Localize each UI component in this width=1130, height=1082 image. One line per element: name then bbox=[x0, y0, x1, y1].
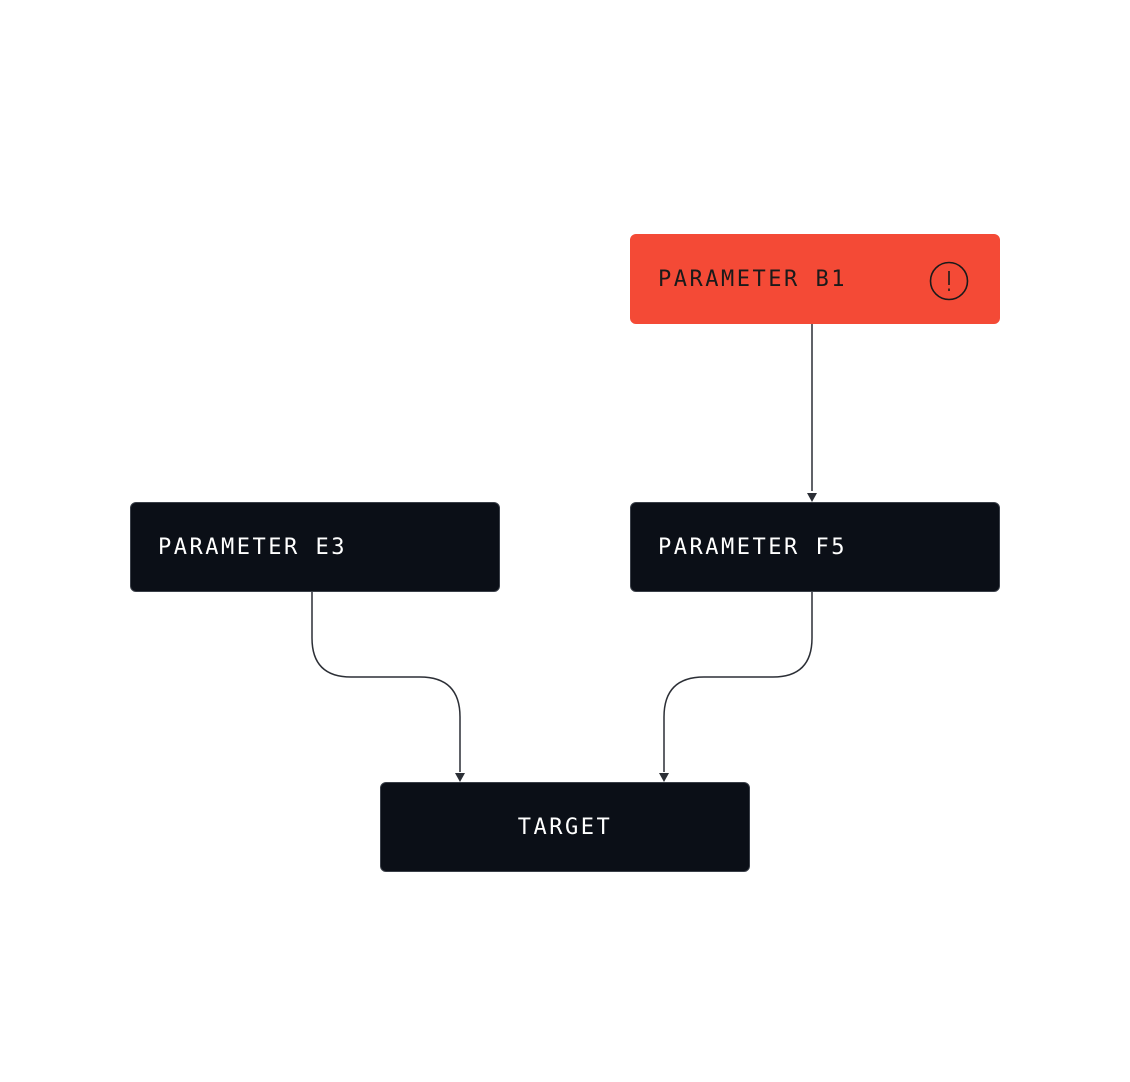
node-parameter-b1-label: PARAMETER B1 bbox=[658, 266, 847, 292]
edge-f5-to-target bbox=[663, 592, 813, 772]
node-parameter-b1[interactable]: PARAMETER B1 bbox=[630, 234, 1000, 324]
edge-f5-to-target-arrowhead bbox=[659, 773, 669, 782]
node-parameter-f5[interactable]: PARAMETER F5 bbox=[630, 502, 1000, 592]
edge-e3-to-target bbox=[311, 592, 461, 772]
node-target-label: TARGET bbox=[517, 814, 613, 840]
node-parameter-f5-label: PARAMETER F5 bbox=[658, 534, 847, 560]
edge-b1-to-f5-arrowhead bbox=[807, 493, 817, 502]
alert-circle-icon bbox=[929, 261, 969, 301]
edge-e3-to-target-arrowhead bbox=[455, 773, 465, 782]
node-parameter-e3-label: PARAMETER E3 bbox=[158, 534, 347, 560]
node-parameter-e3[interactable]: PARAMETER E3 bbox=[130, 502, 500, 592]
node-target[interactable]: TARGET bbox=[380, 782, 750, 872]
